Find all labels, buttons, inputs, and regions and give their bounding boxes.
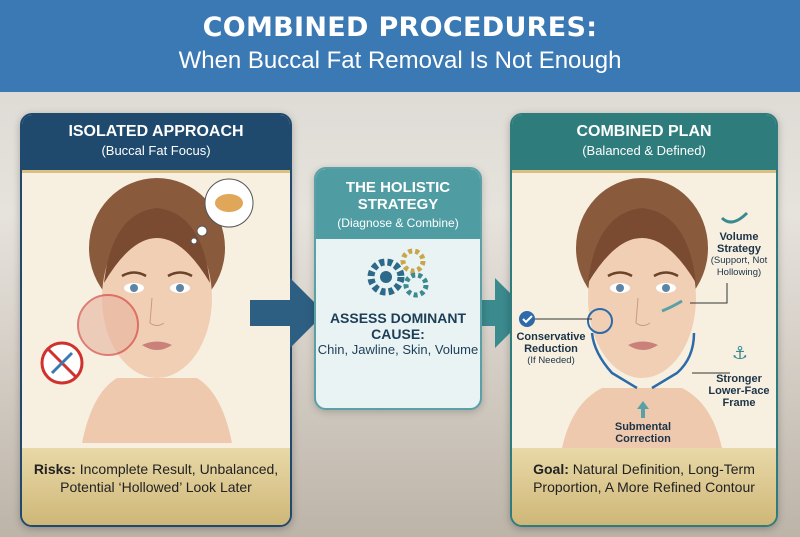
label-title: Conservative Reduction — [516, 331, 586, 355]
combined-plan-panel: COMBINED PLAN (Balanced & Defined) ⚓ Volu… — [510, 113, 778, 527]
panel-title: THE HOLISTIC STRATEGY — [345, 179, 451, 213]
submental-correction-label: Submental Correction — [603, 421, 683, 445]
label-note: (If Needed) — [527, 355, 575, 366]
footer-text: Natural Definition, Long-Term Proportion… — [533, 461, 755, 495]
panel-title: COMBINED PLAN — [576, 123, 712, 140]
conservative-reduction-label: Conservative Reduction(If Needed) — [512, 331, 596, 367]
face-illustration: ⚓ Volume Strategy(Support, Not Hollowing… — [512, 173, 776, 448]
panel-subtitle: (Buccal Fat Focus) — [101, 143, 211, 158]
assess-heading: ASSESS DOMINANT CAUSE: — [329, 310, 467, 342]
footer-text: Incomplete Result, Unbalanced, Potential… — [60, 461, 279, 495]
gears-icon — [367, 248, 429, 298]
label-title: Stronger Lower-Face Frame — [708, 373, 770, 409]
footer-label: Risks: — [33, 461, 76, 477]
isolated-approach-panel: ISOLATED APPROACH (Buccal Fat Focus) Risk… — [20, 113, 292, 527]
label-title: Submental Correction — [614, 421, 672, 445]
label-title: Volume Strategy — [716, 231, 762, 255]
header-banner: COMBINED PROCEDURES: When Buccal Fat Rem… — [0, 0, 800, 92]
page-title: COMBINED PROCEDURES: — [202, 12, 598, 43]
volume-strategy-label: Volume Strategy(Support, Not Hollowing) — [699, 231, 776, 279]
panel-subtitle: (Balanced & Defined) — [582, 143, 706, 158]
lower-face-frame-label: Stronger Lower-Face Frame — [708, 373, 770, 409]
panel-title: ISOLATED APPROACH — [68, 123, 244, 140]
risks-footer: Risks: Incomplete Result, Unbalanced, Po… — [22, 448, 290, 525]
page-subtitle: When Buccal Fat Removal Is Not Enough — [178, 47, 622, 74]
holistic-strategy-panel: THE HOLISTIC STRATEGY (Diagnose & Combine… — [314, 167, 482, 410]
face-illustration — [22, 173, 290, 448]
arrow-right-icon — [250, 278, 325, 348]
goal-footer: Goal: Natural Definition, Long-Term Prop… — [512, 448, 776, 525]
footer-label: Goal: — [533, 461, 569, 477]
svg-text:⚓: ⚓ — [732, 343, 748, 364]
panel-subtitle: (Diagnose & Combine) — [337, 216, 459, 230]
assess-text: Chin, Jawline, Skin, Volume — [317, 342, 479, 357]
label-note: (Support, Not Hollowing) — [710, 255, 768, 278]
